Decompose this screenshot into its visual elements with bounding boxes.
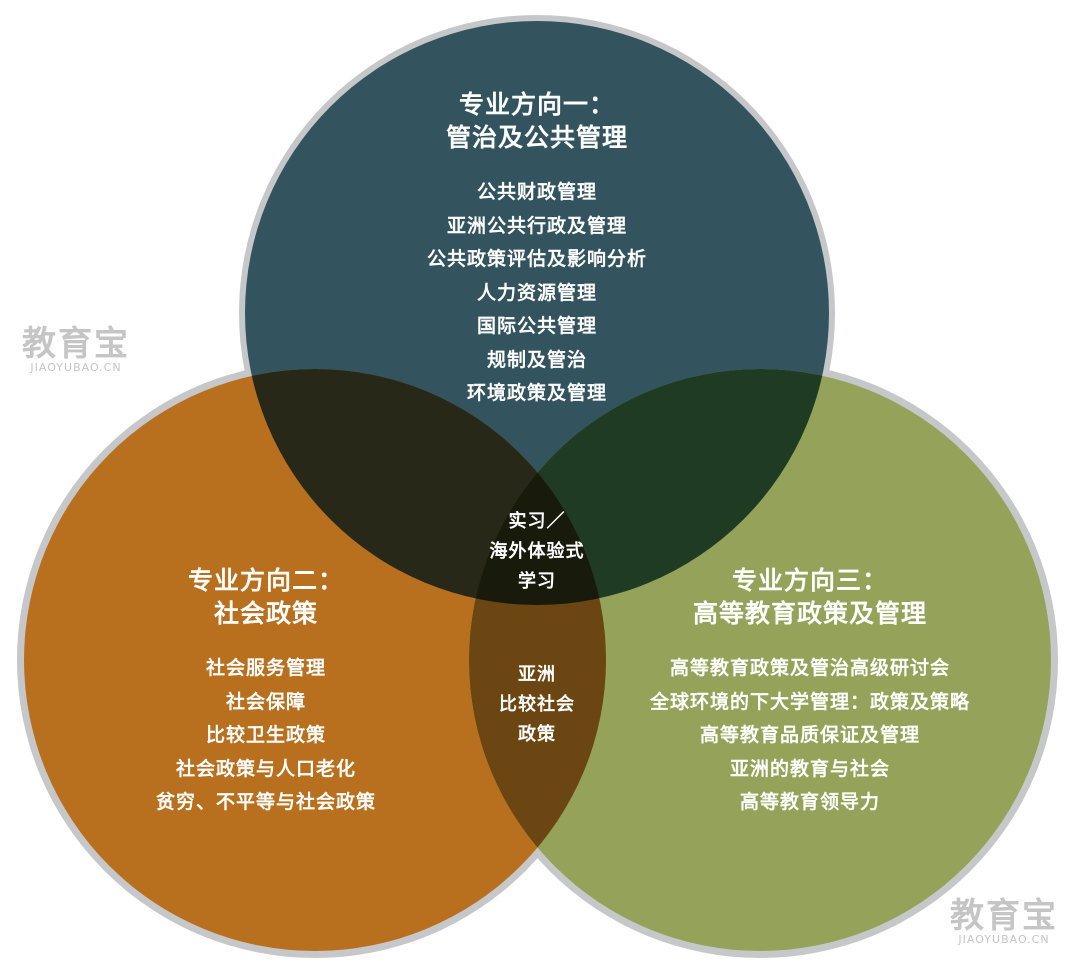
list-item: 高等教育品质保证及管理 [699, 724, 920, 746]
direction-two-title: 专业方向二： 社会政策 [96, 564, 436, 630]
list-item: 规制及管治 [486, 348, 587, 371]
list-item: 社会保障 [225, 690, 306, 713]
list-item: 社会政策与人口老化 [175, 757, 356, 780]
list-item: 公共财政管理 [476, 181, 597, 203]
center-line: 实习／ [508, 511, 566, 532]
watermark-logo: 教育宝 JIAOYUBAO.CN [942, 898, 1066, 946]
watermark-url: JIAOYUBAO.CN [958, 933, 1050, 946]
direction-one-title: 专业方向一： 管治及公共管理 [337, 88, 737, 154]
list-item: 全球环境的下大学管理：政策及策略 [649, 690, 970, 713]
overlap-line: 亚洲 [518, 664, 556, 685]
direction-two-block: 专业方向二： 社会政策 社会服务管理 社会保障 比较卫生政策 社会政策与人口老化… [96, 564, 436, 820]
direction-one-list: 公共财政管理 亚洲公共行政及管理 公共政策评估及影响分析 人力资源管理 国际公共… [337, 176, 737, 411]
list-item: 贫穷、不平等与社会政策 [155, 791, 376, 813]
watermark-text: 教育宝 [22, 324, 130, 364]
list-item: 亚洲的教育与社会 [729, 757, 890, 780]
direction-two-list: 社会服务管理 社会保障 比较卫生政策 社会政策与人口老化 贫穷、不平等与社会政策 [96, 652, 436, 820]
direction-three-title: 专业方向三： 高等教育政策及管理 [610, 564, 1010, 630]
direction-two-title-line2: 社会政策 [213, 599, 318, 628]
direction-two-title-line1: 专业方向二： [187, 566, 344, 595]
list-item: 高等教育政策及管治高级研讨会 [669, 657, 950, 679]
list-item: 亚洲公共行政及管理 [446, 214, 627, 237]
list-item: 比较卫生政策 [205, 724, 326, 746]
overlap-line: 政策 [518, 724, 556, 745]
list-item: 公共政策评估及影响分析 [426, 248, 647, 270]
direction-three-list: 高等教育政策及管治高级研讨会 全球环境的下大学管理：政策及策略 高等教育品质保证… [610, 652, 1010, 820]
overlap-one-three [469, 369, 829, 605]
direction-one-block: 专业方向一： 管治及公共管理 公共财政管理 亚洲公共行政及管理 公共政策评估及影… [337, 88, 737, 411]
list-item: 人力资源管理 [476, 281, 597, 304]
list-item: 社会服务管理 [205, 657, 326, 679]
direction-three-title-line2: 高等教育政策及管理 [692, 599, 927, 628]
list-item: 高等教育领导力 [739, 791, 880, 813]
center-line: 学习 [518, 571, 556, 592]
list-item: 环境政策及管理 [466, 382, 607, 404]
center-all-label: 实习／ 海外体验式 学习 [462, 507, 612, 597]
overlap-one-two [245, 369, 606, 605]
direction-one-title-line2: 管治及公共管理 [445, 123, 628, 152]
direction-one-title-line1: 专业方向一： [458, 90, 615, 119]
watermark-logo: 教育宝 JIAOYUBAO.CN [14, 326, 138, 374]
center-line: 海外体验式 [489, 541, 585, 562]
overlap-two-three-label: 亚洲 比较社会 政策 [462, 660, 612, 750]
overlap-line: 比较社会 [499, 694, 575, 715]
direction-three-title-line1: 专业方向三： [731, 566, 888, 595]
direction-three-block: 专业方向三： 高等教育政策及管理 高等教育政策及管治高级研讨会 全球环境的下大学… [610, 564, 1010, 820]
list-item: 国际公共管理 [476, 315, 597, 337]
watermark-url: JIAOYUBAO.CN [30, 361, 122, 374]
watermark-text: 教育宝 [950, 896, 1058, 936]
